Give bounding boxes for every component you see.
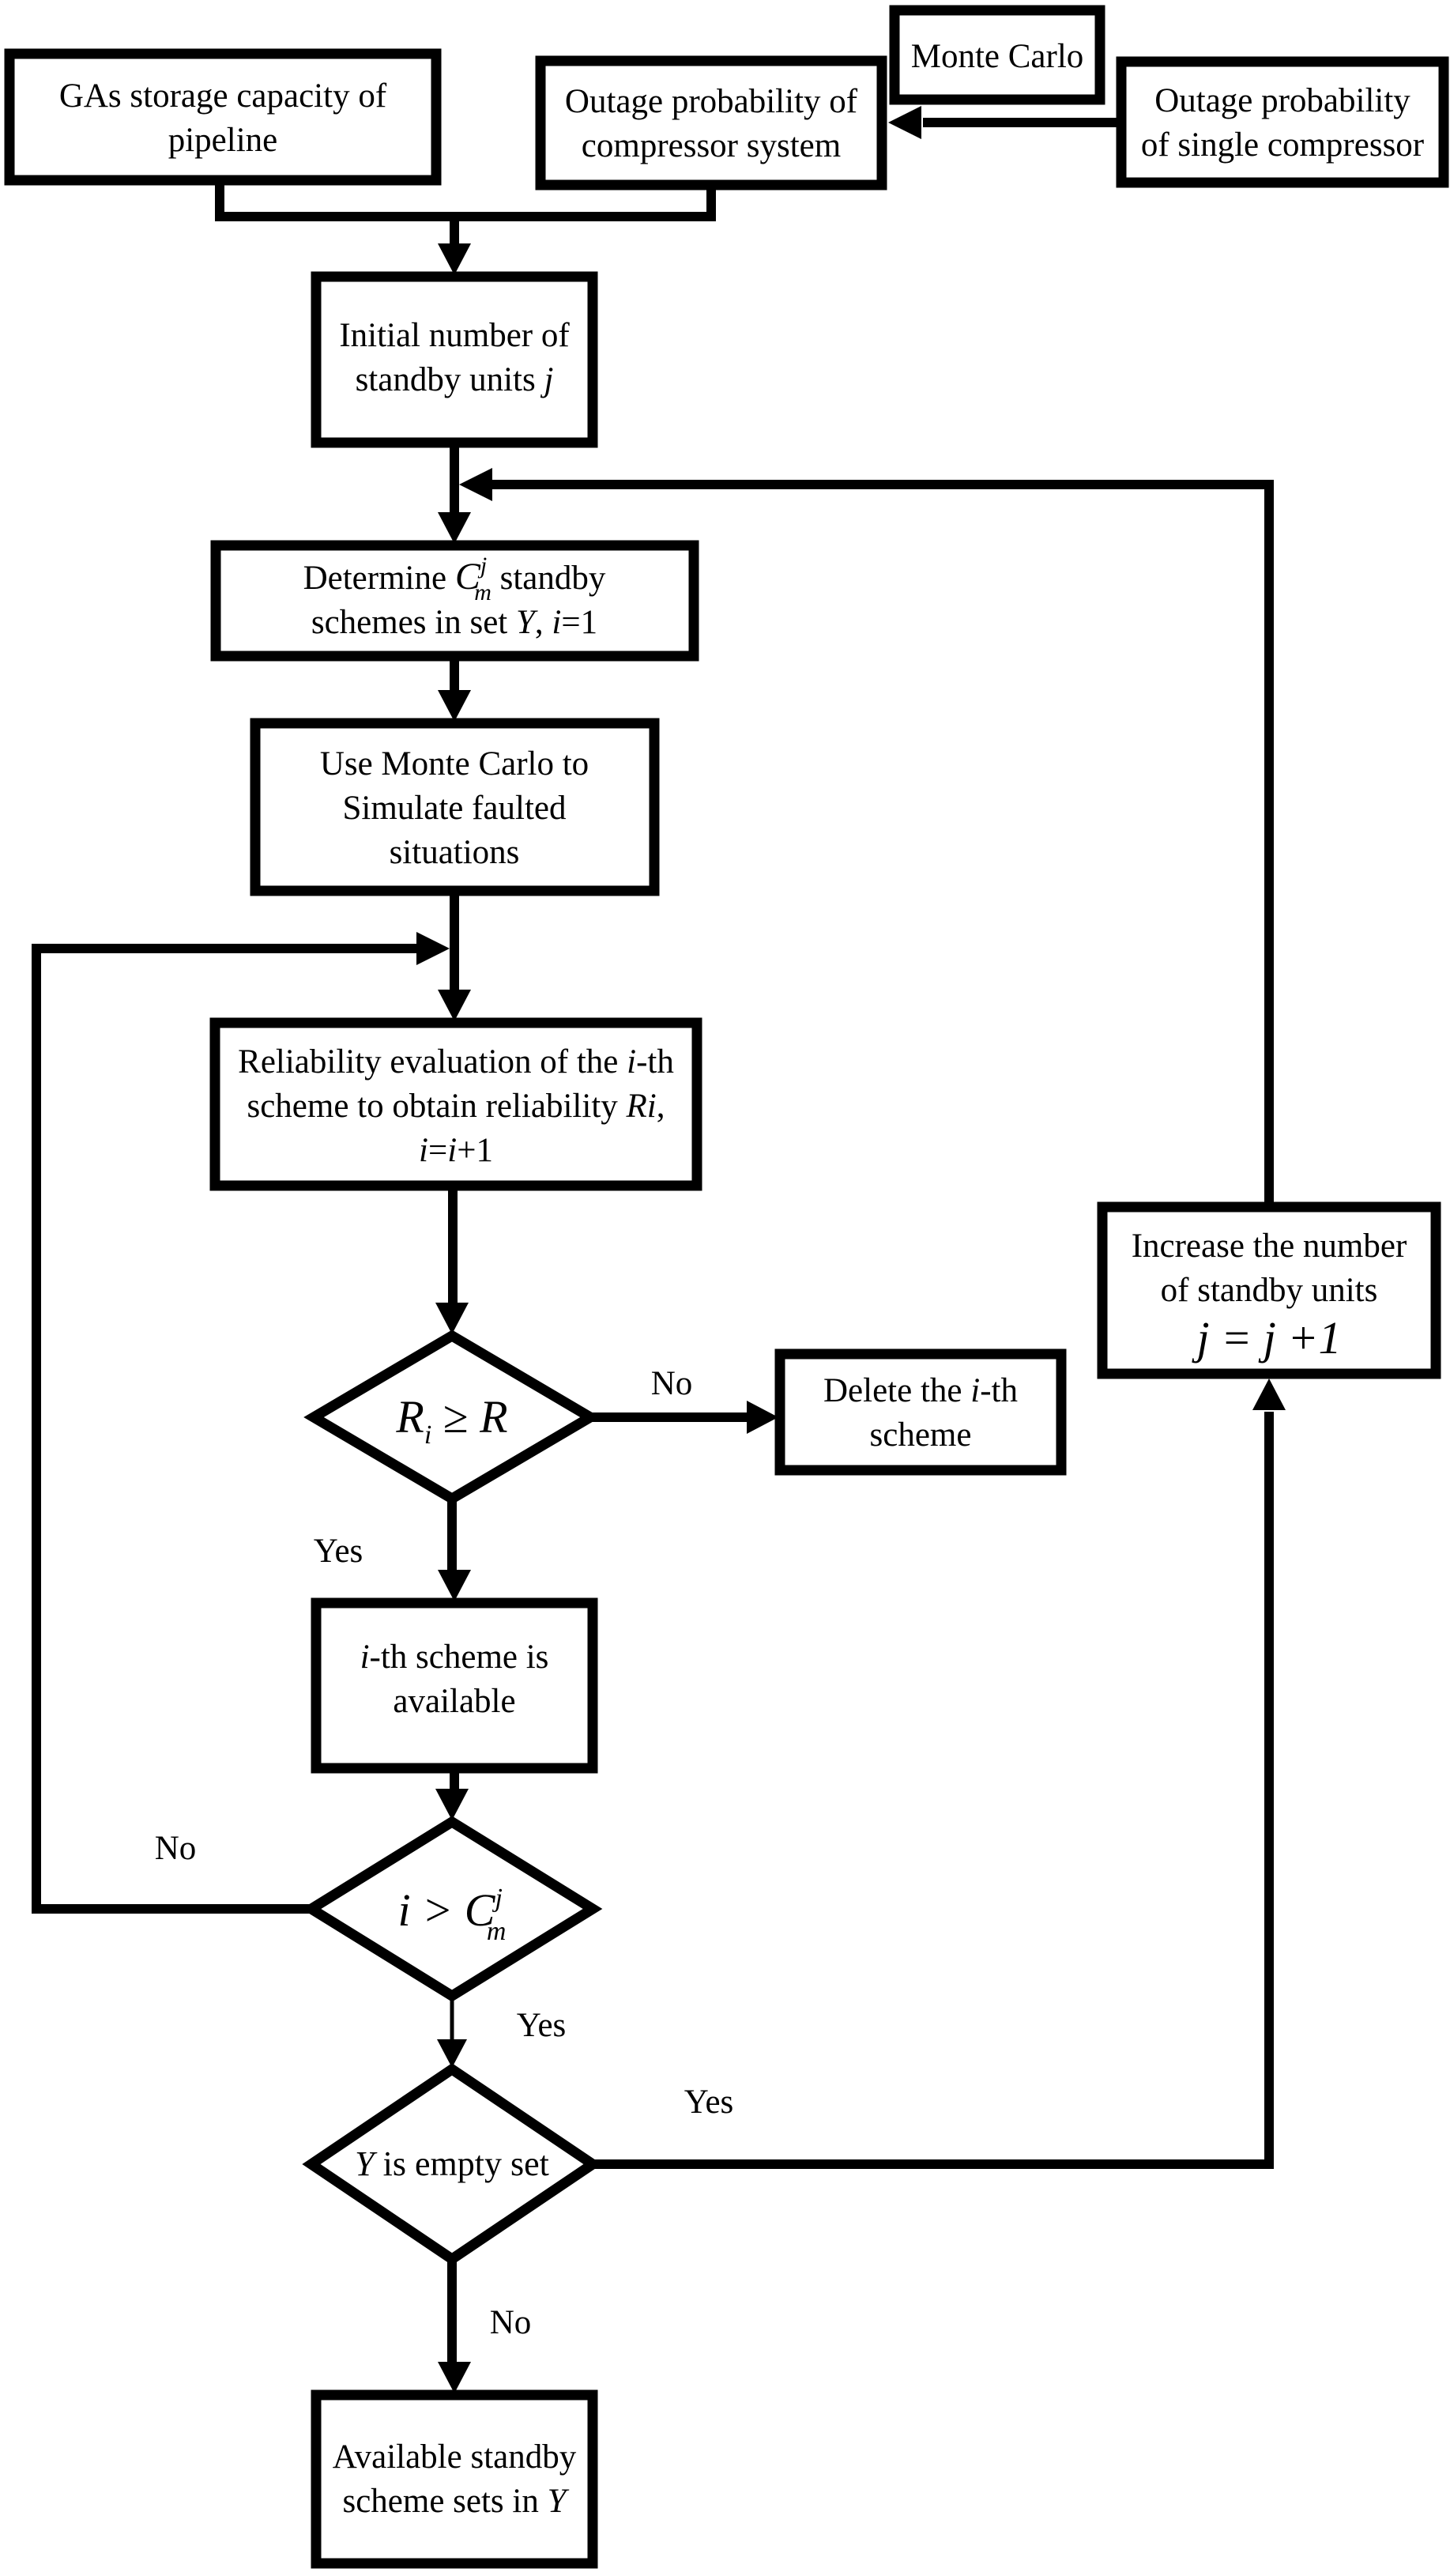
gas-storage-box bbox=[4, 48, 442, 186]
arrowhead-loop-join bbox=[416, 932, 450, 965]
ith-available-line2: available bbox=[393, 1683, 515, 1720]
outage-system-line2: compressor system bbox=[582, 127, 841, 164]
node-initial-standby: Initial number of standby units j bbox=[311, 271, 598, 448]
initial-standby-line2: standby units j bbox=[356, 361, 554, 398]
monte-carlo-label: Monte Carlo bbox=[911, 38, 1084, 75]
arrowhead-into-cdiamond bbox=[435, 1789, 469, 1820]
node-reliability-eval: Reliability evaluation of the i-th schem… bbox=[209, 1017, 702, 1191]
increase-standby-formula: j = j +1 bbox=[1191, 1312, 1341, 1363]
y-empty-label: Y is empty set bbox=[355, 2144, 549, 2183]
edge-merge-bar bbox=[215, 180, 716, 221]
arrowhead-into-initial bbox=[438, 243, 471, 275]
use-monte-carlo-line3: situations bbox=[390, 834, 520, 871]
label-no-below-ydiamond: No bbox=[490, 2304, 532, 2341]
label-no-to-delete: No bbox=[651, 1365, 693, 1402]
ri-ge-r-diamond bbox=[303, 1329, 601, 1505]
reliability-eval-line2: scheme to obtain reliability Ri, bbox=[247, 1088, 665, 1125]
arrowhead-into-sys bbox=[888, 106, 921, 139]
arrowhead-into-delete bbox=[747, 1401, 778, 1434]
available-sets-line1: Available standby bbox=[333, 2438, 577, 2476]
delete-scheme-line1: Delete the i-th bbox=[823, 1372, 1018, 1409]
decision-ri-ge-r: Ri ≥ R bbox=[303, 1329, 601, 1505]
node-use-monte-carlo: Use Monte Carlo to Simulate faulted situ… bbox=[250, 718, 660, 896]
edge-no-loop-left bbox=[32, 944, 416, 1914]
ith-available-box bbox=[311, 1597, 598, 1774]
node-monte-carlo: Monte Carlo bbox=[889, 5, 1105, 105]
edge-feedback-increase-to-top bbox=[492, 480, 1274, 1207]
edges bbox=[32, 106, 1286, 2393]
outage-single-line1: Outage probability bbox=[1154, 82, 1410, 119]
label-yes-below-rdiamond: Yes bbox=[314, 1533, 363, 1570]
arrowhead-into-reliability bbox=[438, 990, 471, 1021]
outage-single-line2: of single compressor bbox=[1141, 126, 1424, 164]
node-gas-storage: GAs storage capacity of pipeline bbox=[4, 48, 442, 186]
available-sets-line2: scheme sets in Y bbox=[342, 2483, 569, 2520]
node-outage-system: Outage probability of compressor system bbox=[535, 55, 887, 190]
i-gt-c-diamond bbox=[301, 1816, 603, 2002]
outage-system-line1: Outage probability of bbox=[565, 83, 858, 120]
arrowhead-feedback-left bbox=[459, 468, 492, 501]
label-no-left-loop: No bbox=[155, 1830, 197, 1867]
arrowhead-into-determine bbox=[438, 512, 471, 544]
increase-standby-line2: of standby units bbox=[1161, 1272, 1378, 1309]
monte-carlo-box bbox=[889, 5, 1105, 105]
label-yes-right-ydiamond: Yes bbox=[684, 2084, 734, 2121]
initial-standby-line1: Initial number of bbox=[339, 317, 570, 354]
ith-available-line1: i-th scheme is bbox=[360, 1639, 549, 1676]
reliability-eval-line1: Reliability evaluation of the i-th bbox=[238, 1043, 674, 1081]
y-empty-diamond bbox=[302, 2063, 602, 2265]
arrowhead-into-ydiamond bbox=[437, 2039, 467, 2068]
arrowhead-into-increase bbox=[1252, 1379, 1286, 1410]
gas-storage-line2: pipeline bbox=[168, 122, 278, 159]
use-monte-carlo-box bbox=[250, 718, 660, 896]
available-sets-box bbox=[311, 2389, 598, 2569]
ri-ge-r-formula: Ri ≥ R bbox=[395, 1391, 507, 1450]
initial-standby-box bbox=[311, 271, 598, 448]
increase-standby-box bbox=[1097, 1201, 1441, 1379]
reliability-eval-line3: i=i+1 bbox=[419, 1132, 493, 1169]
arrowhead-into-ith bbox=[438, 1570, 471, 1601]
use-monte-carlo-line2: Simulate faulted bbox=[342, 790, 566, 827]
delete-scheme-box bbox=[774, 1348, 1067, 1476]
node-increase-standby: Increase the number of standby units j =… bbox=[1097, 1201, 1441, 1379]
reliability-eval-box bbox=[209, 1017, 702, 1191]
gas-storage-line1: GAs storage capacity of bbox=[59, 77, 387, 115]
node-ith-available: i-th scheme is available bbox=[311, 1597, 598, 1774]
edge-yes-to-increase bbox=[593, 1412, 1274, 2169]
node-delete-scheme: Delete the i-th scheme bbox=[774, 1348, 1067, 1476]
label-yes-below-cdiamond: Yes bbox=[517, 2007, 567, 2044]
delete-scheme-line2: scheme bbox=[870, 1416, 972, 1454]
decision-y-empty: Y is empty set bbox=[302, 2063, 602, 2265]
arrowhead-into-usemc bbox=[438, 690, 471, 722]
determine-schemes-box bbox=[210, 540, 699, 662]
arrowhead-into-rdiamond bbox=[435, 1303, 469, 1334]
increase-standby-line1: Increase the number bbox=[1132, 1228, 1407, 1265]
determine-schemes-line2: schemes in set Y, i=1 bbox=[311, 604, 597, 641]
arrowhead-into-available bbox=[438, 2362, 471, 2393]
outage-system-box bbox=[535, 55, 887, 190]
node-outage-single: Outage probability of single compressor bbox=[1116, 56, 1449, 188]
outage-single-box bbox=[1116, 56, 1449, 188]
use-monte-carlo-line1: Use Monte Carlo to bbox=[320, 745, 589, 783]
node-available-sets: Available standby scheme sets in Y bbox=[311, 2389, 598, 2569]
edge-labels: No Yes No Yes Yes No bbox=[155, 1365, 734, 2341]
